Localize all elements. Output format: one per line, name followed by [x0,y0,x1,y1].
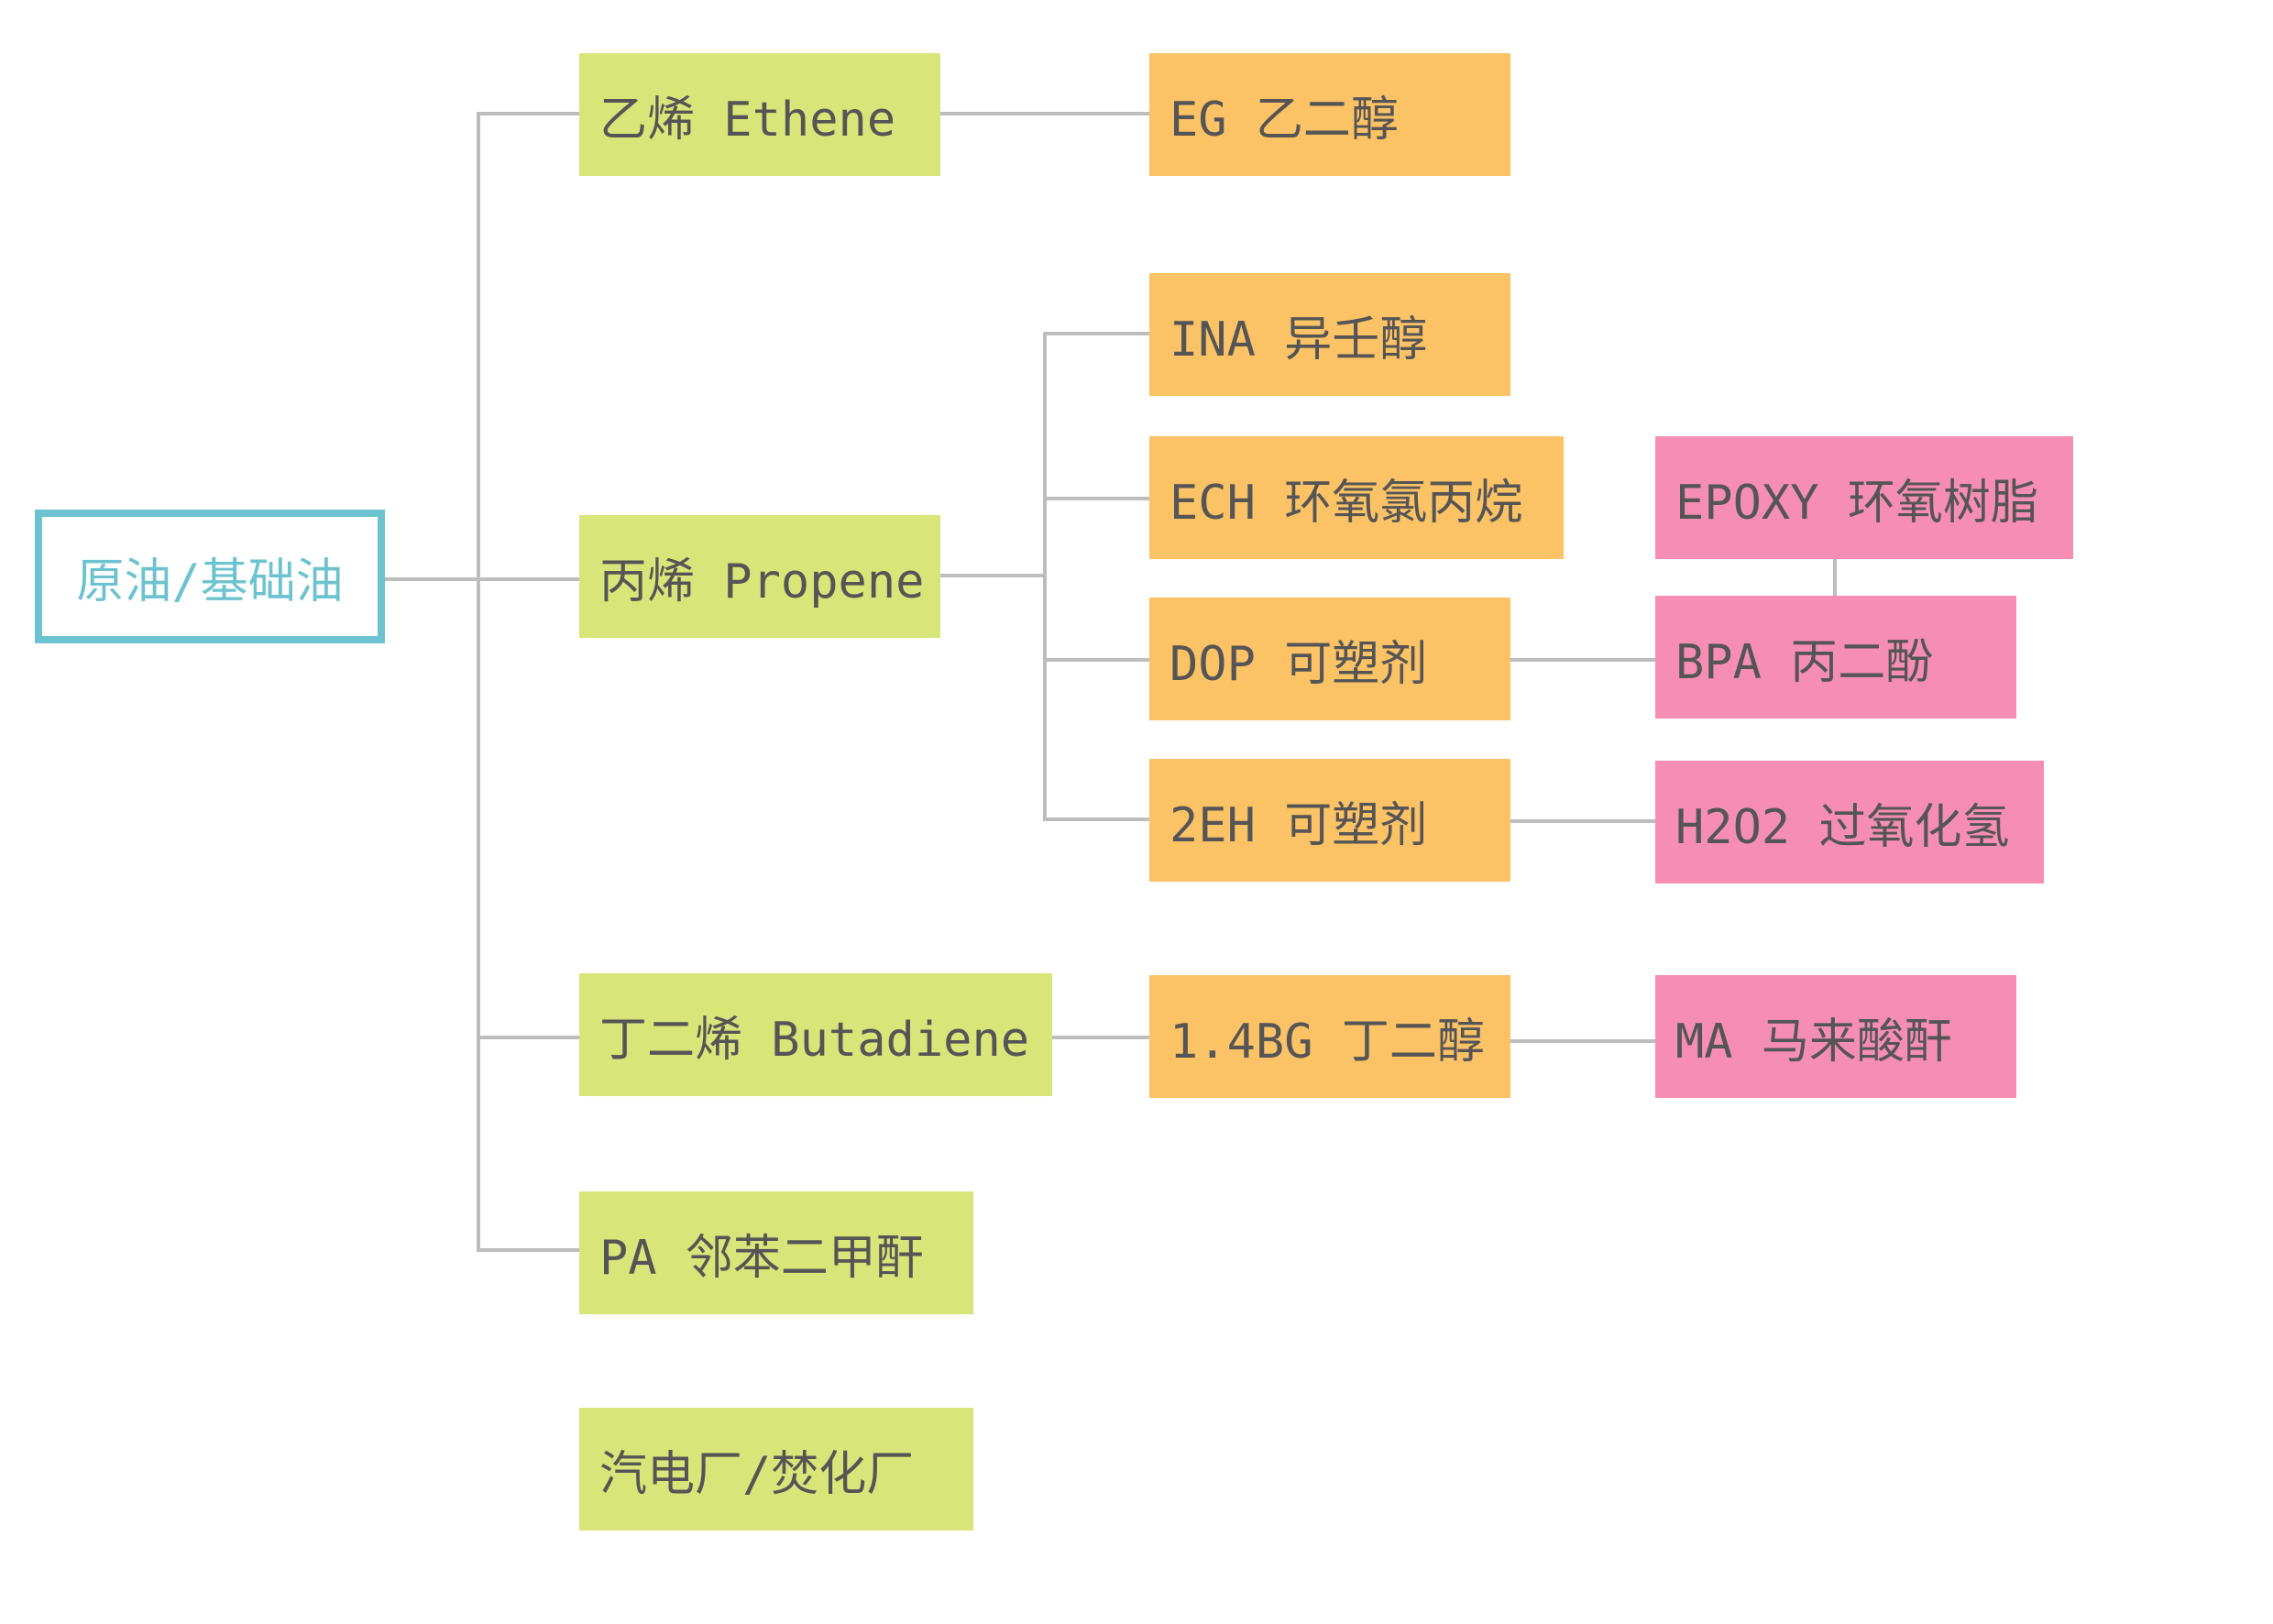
node-ma: MA 马来酸酐 [1655,975,2016,1098]
node-power-plant: 汽电厂/焚化厂 [579,1408,973,1531]
node-14bg: 1.4BG 丁二醇 [1149,975,1510,1098]
node-label: EPOXY 环氧树脂 [1675,475,2038,531]
node-label: H2O2 过氧化氢 [1675,799,2010,855]
node-bpa: BPA 丙二酚 [1655,596,2016,719]
node-label: 乙烯 Ethene [599,92,896,148]
node-dop: DOP 可塑剂 [1149,598,1510,720]
node-label: DOP 可塑剂 [1169,636,1428,692]
node-label: 2EH 可塑剂 [1169,797,1428,853]
node-label: BPA 丙二酚 [1675,634,1934,690]
node-label: PA 邻苯二甲酐 [599,1230,924,1286]
node-label: 1.4BG 丁二醇 [1169,1014,1485,1070]
node-label: ECH 环氧氯丙烷 [1169,475,1523,531]
node-propene: 丙烯 Propene [579,515,940,638]
node-pa: PA 邻苯二甲酐 [579,1191,973,1314]
node-butadiene: 丁二烯 Butadiene [579,973,1052,1096]
node-epoxy: EPOXY 环氧树脂 [1655,436,2073,559]
node-label: INA 异壬醇 [1169,312,1428,368]
node-h2o2: H2O2 过氧化氢 [1655,761,2044,883]
node-ech: ECH 环氧氯丙烷 [1149,436,1564,559]
node-2eh: 2EH 可塑剂 [1149,759,1510,882]
root-label: 原油/基础油 [76,554,344,609]
node-label: 丁二烯 Butadiene [599,1012,1030,1068]
node-label: 丙烯 Propene [599,554,925,609]
node-ethene: 乙烯 Ethene [579,53,940,176]
node-label: 汽电厂/焚化厂 [599,1446,915,1502]
root-node: 原油/基础油 [35,510,385,643]
node-label: MA 马来酸酐 [1675,1014,1952,1070]
node-ina: INA 异壬醇 [1149,273,1510,396]
node-eg: EG 乙二醇 [1149,53,1510,176]
node-label: EG 乙二醇 [1169,92,1399,148]
